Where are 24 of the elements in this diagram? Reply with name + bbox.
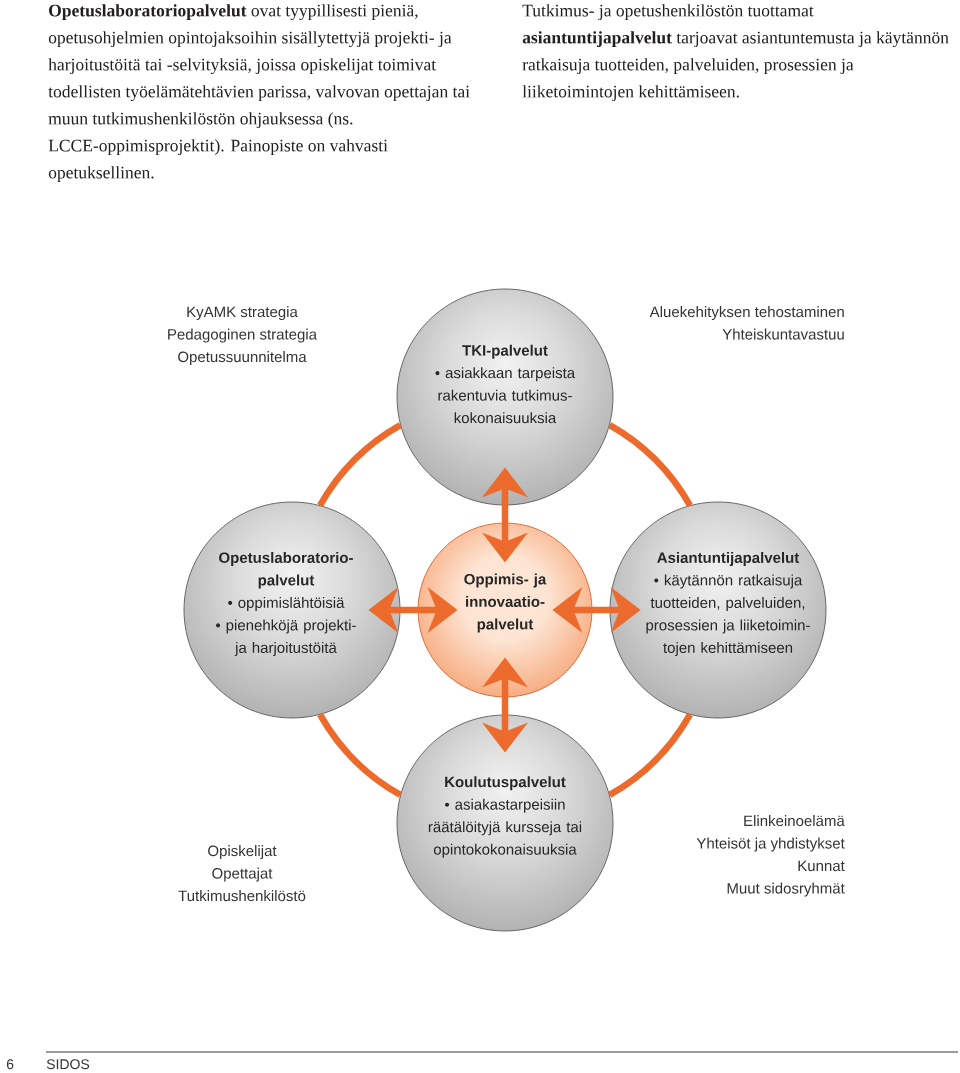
ring-arc: [317, 422, 402, 507]
side-label: Opetussuunnitelma: [178, 351, 307, 366]
double-arrow: [482, 467, 528, 563]
page-number: 6: [6, 1059, 14, 1070]
intro-paragraph: Tutkimus- ja opetushenkilöstön tuottamat asiantuntijapalvelut tarjoavat asiantuntemusta ja käytännön ratkaisuja tuotteiden, palveluiden, prosessien ja liiketoimintojen kehittämiseen.: [522, 4, 949, 102]
side-label: Aluekehityksen tehostaminen: [649, 306, 844, 321]
side-label: Muut sidosryhmät: [727, 882, 845, 897]
side-label: Elinkeinoelämä: [744, 815, 845, 827]
side-label: Tutkimushenkilöstö: [178, 890, 306, 902]
side-label: Opiskelijat: [208, 845, 277, 860]
ring-arc: [317, 713, 402, 798]
side-label: Pedagoginen strategia: [168, 328, 317, 343]
side-label: Yhteiskuntavastuu: [722, 328, 844, 340]
intro-paragraph: Opetuslaboratoriopalvelut ovat tyypillisesti pieniä, opetusohjelmien opintojaksoihin sisällytettyjä projekti- ja harjoitustöitä tai -selvityksiä, joissa opiskelijat toimivat todellisten työelämätehtävien parissa, valvovan opettajan tai muun tutkimushenkilöstön ohjauksessa (ns. LCCE-oppimisprojektit). Painopiste on vahvasti opetuksellinen.: [48, 4, 470, 183]
side-label: Kunnat: [798, 860, 845, 872]
running-footer: SIDOS: [46, 1059, 90, 1070]
side-label: Opettajat: [212, 867, 273, 882]
side-label: Yhteisöt ja yhdistykset: [696, 837, 845, 852]
ring-arc: [608, 422, 693, 507]
double-arrow: [552, 587, 641, 633]
ring-arc: [608, 713, 693, 798]
side-label: KyAMK strategia: [187, 306, 298, 321]
double-arrow: [368, 587, 458, 633]
double-arrow: [482, 657, 528, 753]
